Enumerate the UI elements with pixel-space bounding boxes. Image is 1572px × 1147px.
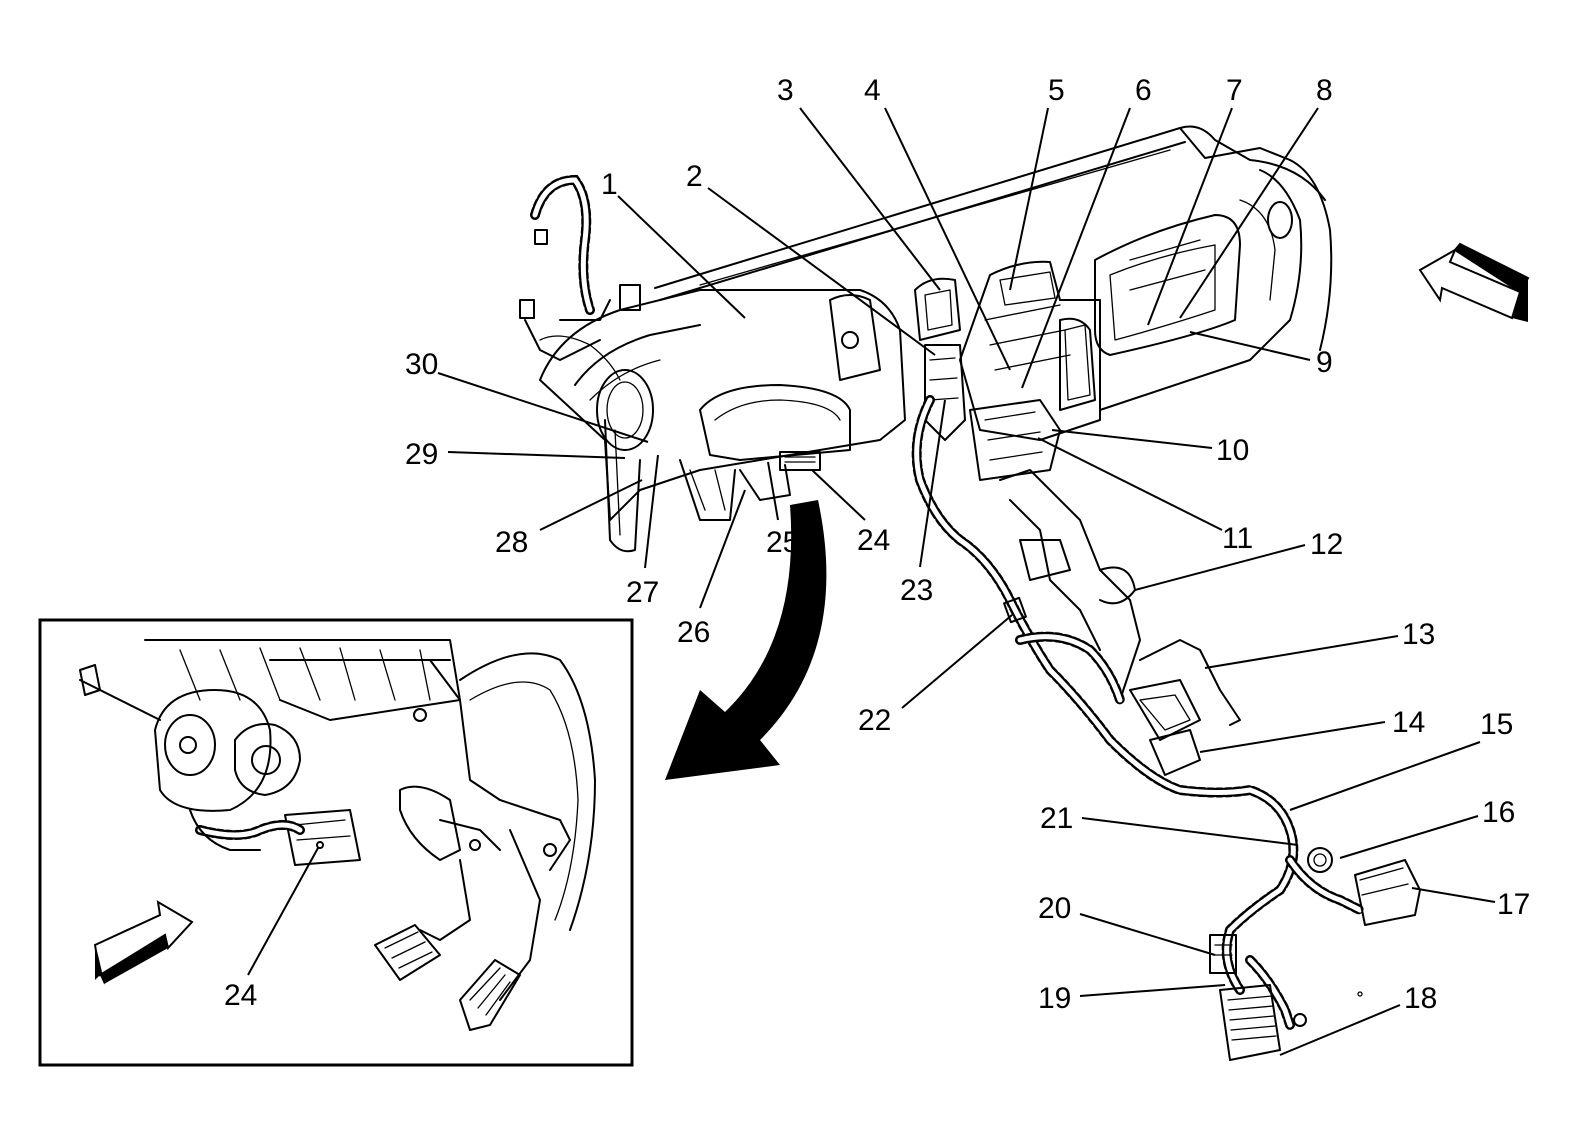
instrument-panel-illustration: [519, 125, 1333, 776]
callout-21: 21: [1040, 802, 1073, 835]
leader-8: [1179, 107, 1319, 319]
leader-2: [707, 187, 936, 356]
floor-wiring-harness: [911, 395, 1421, 1061]
leader-25: [767, 461, 779, 521]
callout-numbers: 1 2 3 4 5 6 7 8 9 10 11 12 13 14 15 16 1…: [405, 74, 1530, 1015]
callout-leaders: [437, 107, 1496, 1056]
callout-28: 28: [495, 526, 528, 559]
leader-3: [799, 107, 941, 291]
callout-17: 17: [1497, 888, 1530, 921]
leader-9: [1189, 331, 1311, 361]
callout-30: 30: [405, 348, 438, 381]
leader-20: [1079, 913, 1216, 956]
leader-19: [1079, 984, 1226, 997]
callout-8: 8: [1316, 74, 1333, 107]
inset-illustration: [79, 639, 596, 1031]
callout-10: 10: [1216, 434, 1249, 467]
leader-28: [539, 479, 643, 531]
leader-26: [699, 489, 746, 609]
callout-15: 15: [1480, 708, 1513, 741]
callout-23: 23: [900, 574, 933, 607]
leader-5: [1009, 107, 1049, 291]
callout-12: 12: [1310, 528, 1343, 561]
callout-11: 11: [1222, 522, 1253, 555]
callout-29: 29: [405, 438, 438, 471]
callout-19: 19: [1038, 982, 1071, 1015]
callout-22: 22: [858, 704, 891, 737]
callout-5: 5: [1048, 74, 1065, 107]
callout-4: 4: [864, 74, 881, 107]
leader-23: [919, 399, 946, 568]
callout-1: 1: [601, 168, 618, 201]
leader-15: [1289, 741, 1481, 811]
leader-10: [1051, 429, 1213, 449]
inset-view-arrow-icon: [93, 900, 194, 985]
callout-13: 13: [1402, 618, 1435, 651]
leader-17: [1411, 887, 1496, 903]
callout-25: 25: [766, 526, 799, 559]
leader-29: [447, 451, 626, 459]
leader-24: [811, 469, 866, 521]
leader-12: [1134, 544, 1306, 591]
callout-7: 7: [1226, 74, 1243, 107]
callout-3: 3: [777, 74, 794, 107]
callout-6: 6: [1135, 74, 1152, 107]
leader-30: [437, 372, 649, 443]
leader-21: [1081, 817, 1299, 846]
callout-9: 9: [1316, 346, 1333, 379]
callout-20: 20: [1038, 892, 1071, 925]
detail-inset: 24: [38, 618, 634, 1067]
detail-arrow-icon: [665, 500, 827, 780]
leader-11: [1037, 437, 1223, 531]
leader-16: [1339, 815, 1479, 859]
leader-22: [901, 614, 1013, 709]
callout-18: 18: [1404, 982, 1437, 1015]
leader-1: [617, 195, 746, 319]
callout-2: 2: [686, 160, 703, 193]
inset-callout-24: 24: [224, 979, 257, 1012]
view-direction-arrow-icon: [1418, 242, 1530, 322]
callout-26: 26: [677, 616, 710, 649]
leader-7: [1147, 107, 1233, 326]
leader-18: [1279, 1004, 1401, 1056]
callout-24: 24: [857, 524, 890, 557]
leader-6: [1021, 107, 1131, 389]
callout-14: 14: [1392, 706, 1425, 739]
inset-leader-24: [247, 847, 319, 976]
callout-27: 27: [626, 576, 659, 609]
leader-4: [884, 107, 1011, 371]
callout-16: 16: [1482, 796, 1515, 829]
leader-27: [644, 454, 659, 569]
leader-14: [1199, 721, 1386, 753]
leader-13: [1204, 635, 1399, 669]
